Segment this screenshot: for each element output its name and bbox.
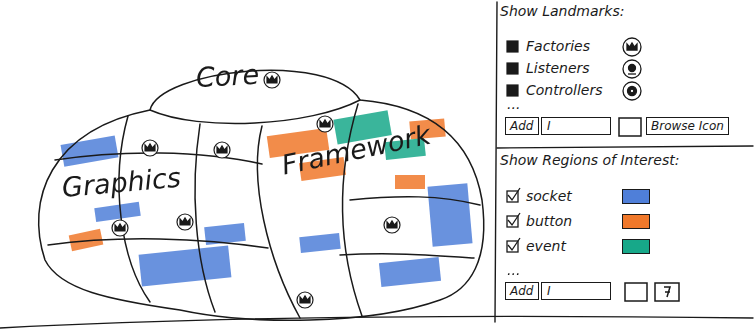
browse-button: Browse Icon bbox=[646, 117, 729, 135]
legend-swatch bbox=[622, 189, 650, 204]
add-button: Add bbox=[505, 282, 539, 300]
landmark-type: Listeners bbox=[526, 60, 590, 76]
panel-section: Show Regions of Interest: Add I bbox=[500, 152, 753, 322]
region-seam bbox=[350, 197, 480, 205]
legend-swatch bbox=[622, 214, 650, 229]
ground-line bbox=[0, 316, 753, 328]
landmark-type: Controllers bbox=[526, 82, 602, 98]
region-name: Core bbox=[195, 59, 260, 93]
checkboxes bbox=[507, 41, 518, 96]
legend-text: event bbox=[526, 238, 566, 254]
legend-swatch bbox=[622, 239, 650, 254]
system-blob bbox=[39, 70, 484, 320]
region-seam bbox=[195, 124, 215, 312]
panel-border bbox=[495, 2, 497, 322]
control-text: Add bbox=[510, 119, 534, 133]
checkboxes bbox=[507, 188, 520, 252]
legend-text: button bbox=[526, 213, 572, 229]
section-heading: Show Landmarks: bbox=[500, 3, 753, 19]
region-name: Graphics bbox=[61, 162, 182, 203]
panel-divider bbox=[497, 146, 753, 148]
text-field: I bbox=[541, 117, 611, 135]
region-seam bbox=[340, 254, 474, 258]
region-seam bbox=[55, 153, 262, 164]
landmark-type-icons bbox=[623, 38, 641, 100]
control-text: Browse Icon bbox=[651, 119, 724, 133]
ellipsis: ... bbox=[507, 262, 520, 278]
region-label: Graphics bbox=[61, 162, 182, 203]
region-seam bbox=[48, 239, 268, 248]
ui-boxes bbox=[619, 118, 679, 301]
section-heading: Show Regions of Interest: bbox=[500, 152, 753, 168]
legend-text: socket bbox=[526, 188, 572, 204]
control-text: Add bbox=[510, 284, 534, 298]
add-button: Add bbox=[505, 117, 539, 135]
interest-patches bbox=[61, 110, 473, 287]
ellipsis: ... bbox=[507, 96, 520, 112]
region-label: Core bbox=[195, 59, 260, 93]
landmark-type: Factories bbox=[526, 38, 590, 54]
text-field: I bbox=[541, 282, 611, 300]
control-text: I bbox=[547, 284, 605, 298]
control-text: I bbox=[547, 119, 605, 133]
